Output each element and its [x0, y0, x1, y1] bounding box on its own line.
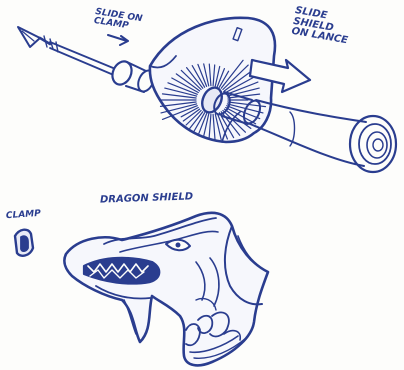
clamp-part [15, 230, 33, 256]
dragon-shield-drawing [64, 213, 268, 366]
lance-shaft-front [50, 42, 118, 76]
funnel-shield [150, 18, 275, 142]
slide-clamp-arrow [108, 35, 128, 45]
lance-pommel [350, 116, 396, 172]
